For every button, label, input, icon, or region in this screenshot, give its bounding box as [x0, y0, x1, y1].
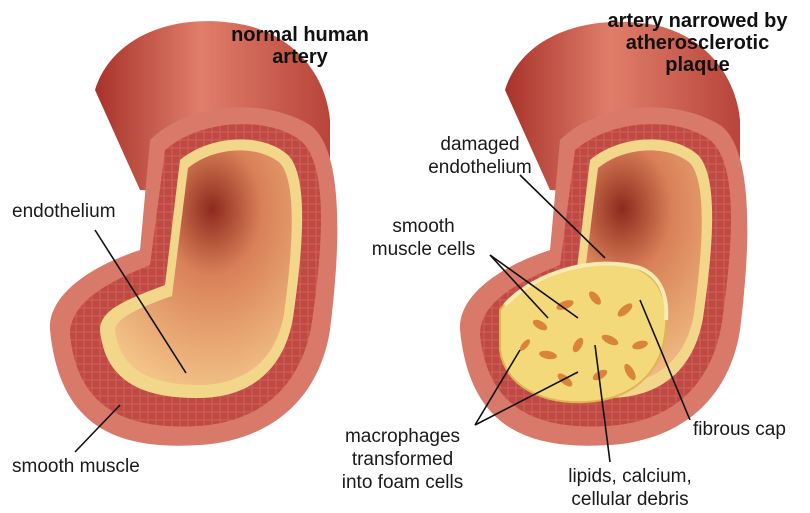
label-lipids: lipids, calcium, cellular debris: [555, 465, 705, 511]
label-damaged-endothelium: damaged endothelium: [420, 133, 540, 179]
label-endothelium: endothelium: [12, 200, 116, 223]
normal-artery: [50, 21, 337, 446]
label-smooth-muscle-cells: smooth muscle cells: [356, 215, 491, 261]
label-macrophages: macrophages transformed into foam cells: [330, 425, 475, 494]
label-smooth-muscle: smooth muscle: [12, 455, 140, 478]
normal-artery-title: normal human artery: [220, 24, 380, 68]
narrowed-artery-title: artery narrowed by atherosclerotic plaqu…: [590, 10, 805, 76]
label-fibrous-cap: fibrous cap: [693, 418, 786, 441]
narrowed-artery: [460, 22, 747, 446]
